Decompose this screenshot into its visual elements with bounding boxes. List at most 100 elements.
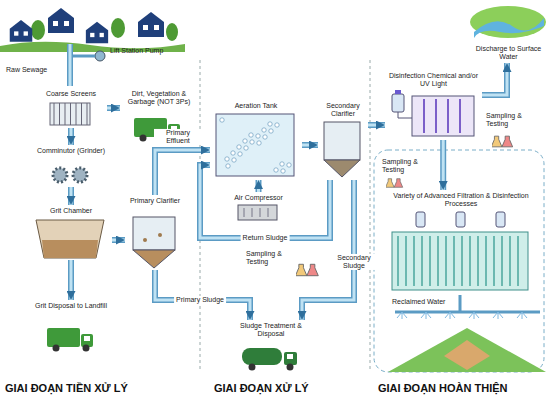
reclaimed-water-field xyxy=(388,328,546,372)
pipe-outline xyxy=(107,105,120,111)
pipe-core xyxy=(70,260,73,300)
pipe-outline xyxy=(482,63,507,95)
sewer-pipe xyxy=(67,44,73,86)
houses xyxy=(86,22,108,43)
pipe-core xyxy=(257,180,260,192)
aeration-tank-body xyxy=(231,151,235,155)
pipe-connector xyxy=(155,270,250,320)
aeration-tank-body xyxy=(280,162,284,166)
sprinkler-spray xyxy=(493,312,503,319)
secondary-clarifier-tank xyxy=(324,160,360,177)
stage-label: Secondary Clarifier xyxy=(318,101,368,119)
filter-media xyxy=(517,236,519,286)
aeration-tank-body xyxy=(243,139,247,143)
pipe-core xyxy=(368,124,385,127)
coarse-screen xyxy=(50,103,90,125)
filter-media xyxy=(421,236,423,286)
grinder-gears xyxy=(73,168,87,182)
sludge-tanker xyxy=(287,354,293,359)
aeration-tank-body xyxy=(274,168,278,172)
aeration-tank-body xyxy=(232,158,236,162)
callout-label: Raw Sewage xyxy=(6,66,66,74)
process-stage: Sludge Treatment & Disposal xyxy=(225,320,317,375)
air-compressor-unit xyxy=(238,205,277,220)
houses xyxy=(166,23,178,41)
aeration-tank-body xyxy=(257,141,261,145)
pipe-connector xyxy=(200,165,330,238)
pipe-connector xyxy=(71,187,72,205)
aeration-tank-body xyxy=(238,152,242,156)
disinfection-unit xyxy=(392,94,404,112)
sludge-tanker xyxy=(284,352,297,365)
filter-media xyxy=(445,236,447,286)
houses xyxy=(48,8,74,33)
filter-media xyxy=(461,236,463,286)
coarse-screen xyxy=(65,103,66,125)
stage-title: GIAI ĐOẠN XỬ LÝ xyxy=(214,382,309,395)
stage-label: Air Compressor xyxy=(225,193,292,203)
secondary-clarifier-tank xyxy=(324,122,360,160)
stage-label: Dirt, Vegetation & Garbage (NOT 3Ps) xyxy=(120,89,198,107)
grinder-gears xyxy=(53,168,87,182)
stage-label: Aeration Tank xyxy=(210,101,302,111)
filter-media xyxy=(453,236,455,286)
aeration-tank-body xyxy=(256,134,260,138)
process-stage: Air Compressor xyxy=(225,192,292,222)
air-compressor-unit xyxy=(238,205,277,220)
houses xyxy=(0,8,185,52)
stage-separator xyxy=(200,60,370,372)
sludge-tanker xyxy=(287,364,294,371)
aeration-tank-body xyxy=(263,135,267,139)
pipe-outline xyxy=(200,165,330,238)
sewer-pipe xyxy=(95,51,105,61)
pipe-connector xyxy=(443,140,444,190)
sprinkler-spray xyxy=(397,312,407,319)
pipe-outline xyxy=(302,142,318,148)
advanced-filters xyxy=(392,212,528,290)
pipe-outline xyxy=(256,180,262,192)
pipe-label: Primary Effluent xyxy=(154,129,202,145)
filter-media xyxy=(477,236,479,286)
disinfection-unit xyxy=(435,99,437,133)
aeration-tank-body xyxy=(281,169,285,173)
grinder-gears xyxy=(53,168,67,182)
process-stage: Primary Clarifier xyxy=(125,195,185,270)
landfill-truck xyxy=(47,328,93,352)
callout-label: Lift Station Pump xyxy=(110,47,182,55)
process-stage: Coarse Screens xyxy=(35,88,107,128)
sprinkler-spray xyxy=(469,312,479,319)
sewer-pipe xyxy=(70,44,105,86)
filter-media xyxy=(413,236,415,286)
stage-label: Comminutor (Grinder) xyxy=(30,146,112,156)
pipe-outline xyxy=(302,180,354,320)
process-stage: Secondary Clarifier xyxy=(318,100,368,180)
pipe-outline xyxy=(368,122,385,128)
disinfection-unit xyxy=(423,99,425,133)
aeration-tank-body xyxy=(262,128,266,132)
filter-media xyxy=(469,236,471,286)
advanced-filters xyxy=(496,212,505,227)
primary-clarifier-tank xyxy=(133,217,175,268)
aeration-tank-body xyxy=(225,157,229,161)
stage-label: Grit Disposal to Landfill xyxy=(30,301,112,311)
reclaimed-water-field xyxy=(388,295,546,372)
primary-clarifier-tank xyxy=(158,233,162,237)
filter-media xyxy=(501,236,503,286)
sludge-tanker xyxy=(242,348,297,371)
pipe-core xyxy=(70,128,73,145)
primary-clarifier-tank xyxy=(143,238,147,242)
sprinkler-spray xyxy=(397,312,527,319)
grit-chamber-tank xyxy=(36,220,104,258)
filter-media xyxy=(485,236,487,286)
filter-media xyxy=(437,236,439,286)
grit-chamber-tank xyxy=(36,220,104,258)
callout-label: Sampling & Testing xyxy=(382,158,426,174)
aeration-tank-body xyxy=(269,129,273,133)
filter-media xyxy=(509,236,511,286)
pipe-connector xyxy=(368,125,385,126)
sprinkler-spray xyxy=(517,312,527,319)
callout-label: Sampling & Testing xyxy=(246,250,290,266)
pipe-core xyxy=(442,140,445,190)
